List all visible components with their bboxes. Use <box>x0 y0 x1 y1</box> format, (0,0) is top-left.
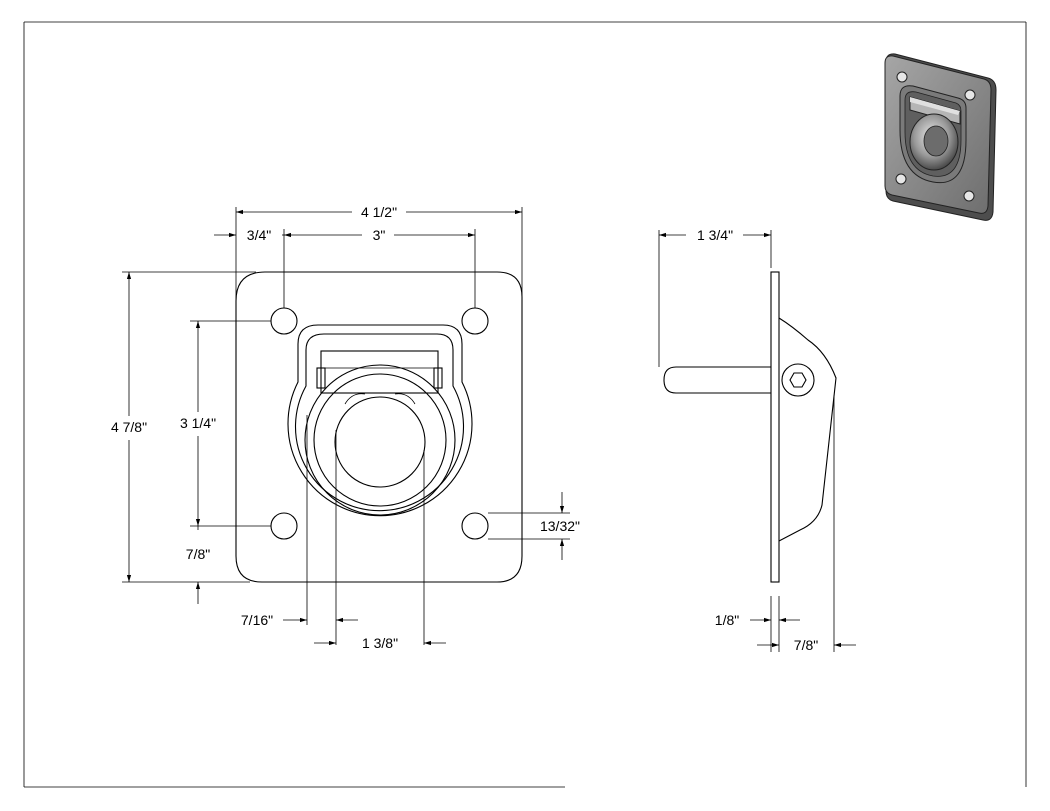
hex-socket-icon <box>789 372 807 388</box>
iso-view <box>884 53 997 221</box>
recess-pan-inner <box>295 333 464 512</box>
recess-pan-outer <box>287 324 473 517</box>
dim-ring-inner: 1 3/8" <box>362 635 398 651</box>
dim-hole-spacing-y: 3 1/4" <box>180 415 216 431</box>
mounting-plate-outline <box>235 271 523 583</box>
ring-eye <box>334 396 426 488</box>
dim-hole-diameter: 13/32" <box>540 518 580 534</box>
mounting-hole-br <box>461 512 489 540</box>
side-view: 1 3/4" 1/8" 7/8" <box>658 227 856 653</box>
dim-depth: 1 3/4" <box>697 227 733 243</box>
dim-overall-width: 4 1/2" <box>361 204 397 220</box>
mounting-hole-tr <box>461 307 489 335</box>
side-hinge-pin <box>781 363 815 397</box>
dim-plate-thickness: 1/8" <box>715 612 739 628</box>
ring-inner <box>313 373 447 507</box>
dim-edge-to-hole: 3/4" <box>247 227 271 243</box>
dim-hole-spacing-x: 3" <box>373 227 386 243</box>
side-ring-shank <box>663 366 771 394</box>
dim-bottom-to-hole: 7/8" <box>186 546 210 562</box>
hinge-bracket <box>320 350 439 394</box>
sheet-frame <box>23 21 1027 788</box>
dim-pan-depth: 7/8" <box>794 637 818 653</box>
front-dimensions: 4 1/2" 3/4" 3" 4 7/8" 3 1/4" 7/8" 13/32"… <box>111 204 580 651</box>
dim-overall-height: 4 7/8" <box>111 419 147 435</box>
ring-outer <box>304 364 456 516</box>
mounting-hole-bl <box>270 512 298 540</box>
side-pan-housing <box>778 317 837 542</box>
front-view <box>235 271 523 583</box>
side-plate <box>770 271 780 583</box>
tie-down-ring-iso-icon <box>884 53 997 221</box>
dim-ring-thickness: 7/16" <box>241 612 273 628</box>
mounting-hole-tl <box>270 307 298 335</box>
